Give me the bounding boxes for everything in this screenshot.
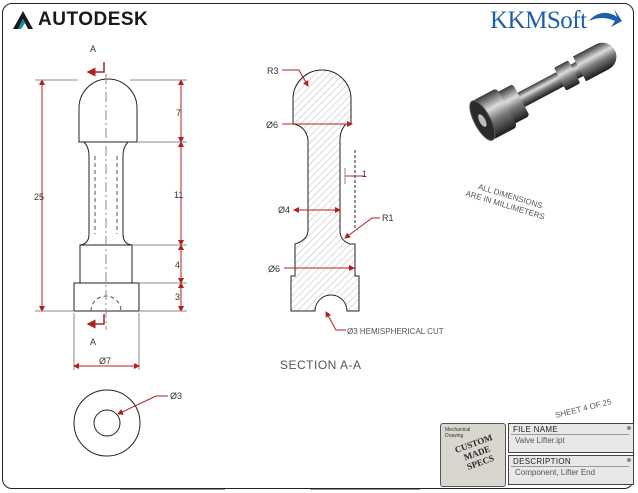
dim-section-radius-top: R3 [267,66,279,76]
hole-callout: Ø3 HEMISPHERICAL CUT [347,327,444,336]
section-view [290,69,360,312]
section-cut-arrows [86,62,105,329]
file-name-header: FILE NAME [513,425,558,434]
kkmsoft-logo: KKMSoft [490,6,623,36]
autodesk-logo: AUTODESK [12,8,148,32]
dim-section-fillet: R1 [382,213,394,223]
front-view [73,74,140,330]
badge-small-text: Mechanical Drawing [445,427,471,439]
description-divider [511,466,629,467]
rivet-icon [627,426,631,430]
file-name-value: Valve Lifter.ipt [515,436,565,445]
bottom-view [73,389,141,457]
dimension-note: ALL DIMENSIONS ARE IN MILLIMETERS [464,182,545,221]
front-dimensions [35,79,187,370]
description-field: DESCRIPTION Component, Lifter End [508,455,634,485]
dim-segment-lower: 4 [175,260,180,270]
dim-section-base-diameter: Ø6 [268,264,280,274]
file-name-divider [511,434,629,435]
section-hatched-profile [290,69,360,312]
dim-section-neck-diameter: Ø4 [278,205,290,215]
cut-label-bottom: A [90,337,96,347]
autodesk-wordmark: AUTODESK [38,9,149,30]
dim-section-cap-diameter: Ø6 [266,120,278,130]
description-header: DESCRIPTION [513,457,571,466]
front-view-outline [73,78,140,312]
dim-overall-height: 25 [34,192,44,202]
dim-bottom-hole: Ø3 [170,391,182,401]
dim-base-width: Ø7 [99,356,111,366]
title-block: Mechanical Drawing CUSTOM MADE SPECS FIL… [440,423,634,487]
dim-segment-middle: 11 [174,190,183,200]
dim-section-step: 1 [362,169,367,179]
dim-segment-top: 7 [176,108,181,118]
dim-segment-base: 3 [175,292,180,302]
rivet-icon [627,458,631,462]
kkmsoft-wordmark: KKMSoft [490,7,587,34]
sheet-number: SHEET 4 OF 25 [554,397,613,420]
kkmsoft-arrow-icon [588,9,622,27]
file-name-field: FILE NAME Valve Lifter.ipt [508,423,634,453]
bottom-hole-leader [117,395,168,415]
description-value: Component, Lifter End [515,468,596,477]
isometric-render [469,42,617,141]
section-title: SECTION A-A [280,358,362,372]
title-block-badge: Mechanical Drawing CUSTOM MADE SPECS [440,423,506,487]
section-dimensions [282,69,380,331]
cut-label-top: A [90,44,96,54]
autodesk-a-icon [13,11,33,29]
